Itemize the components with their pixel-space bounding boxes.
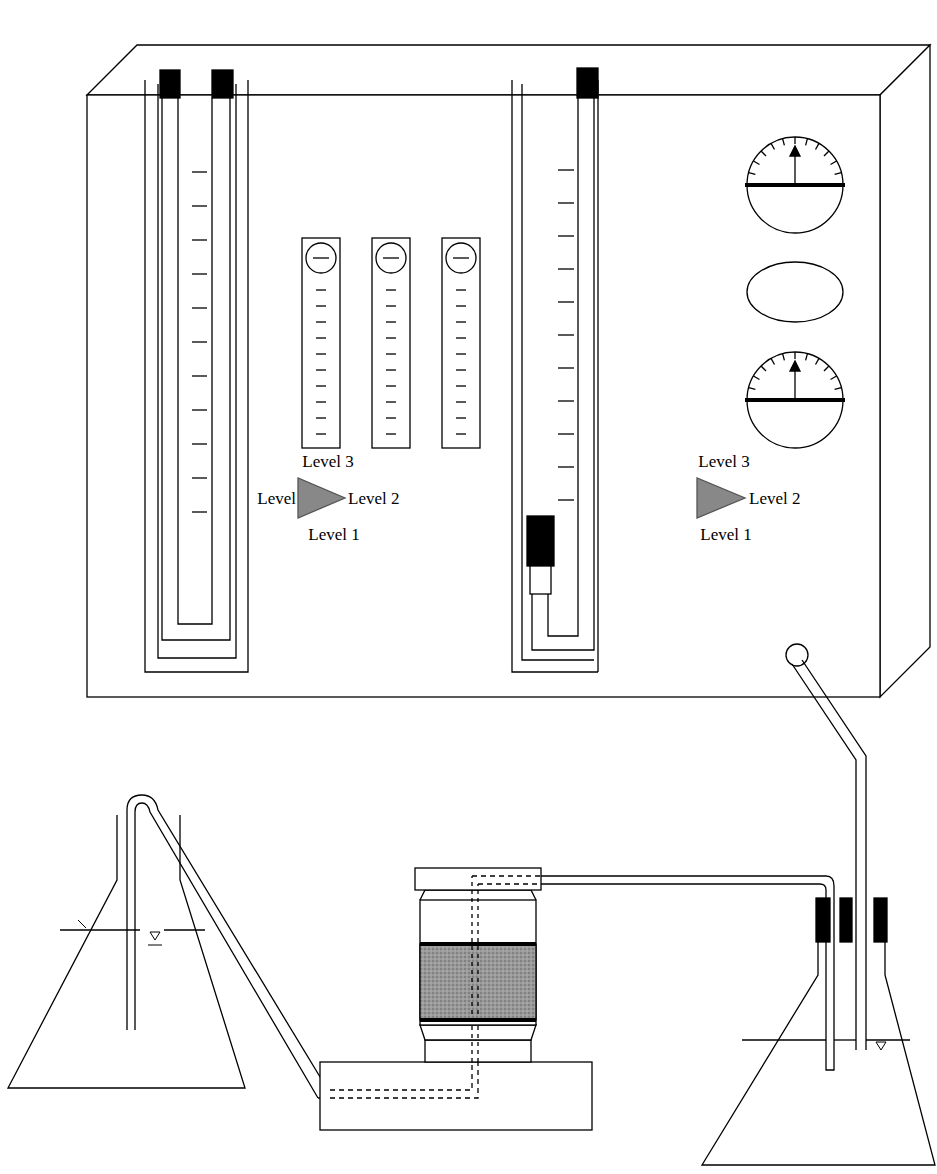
scale-tick <box>558 202 574 203</box>
level-label: Level 2 <box>749 490 800 507</box>
level-label: Level <box>257 490 296 507</box>
scale-tick <box>806 139 808 146</box>
scale-tick <box>192 171 207 172</box>
scale-tick <box>456 305 466 306</box>
scale-tick <box>316 321 326 322</box>
scale-tick <box>386 369 396 370</box>
scale-tick <box>386 321 396 322</box>
scale-tick <box>806 354 808 361</box>
scale-tick <box>816 143 820 149</box>
scale-tick <box>558 301 574 302</box>
scale-tick <box>386 289 396 290</box>
scale-tick <box>794 352 795 359</box>
scale-tick <box>192 307 207 308</box>
scale-tick <box>558 367 574 368</box>
scale-tick <box>192 273 207 274</box>
soil-column <box>320 868 592 1130</box>
scale-tick <box>192 443 207 444</box>
scale-tick <box>316 401 326 402</box>
scale-tick <box>316 385 326 386</box>
scale-tick <box>316 369 326 370</box>
scale-tick <box>456 417 466 418</box>
collection-flask <box>702 898 935 1165</box>
level-label: Level 1 <box>308 526 359 543</box>
rotameters <box>302 238 480 448</box>
level-label: Level 3 <box>698 453 749 470</box>
scale-tick <box>386 337 396 338</box>
well-manometer <box>512 68 598 672</box>
scale-tick <box>783 354 785 361</box>
scale-tick <box>386 433 396 434</box>
valve-symbol <box>298 478 345 518</box>
scale-tick <box>316 305 326 306</box>
outflow-tube <box>541 876 834 1070</box>
scale-tick <box>558 466 574 467</box>
scale-tick <box>316 353 326 354</box>
scale-tick <box>558 499 574 500</box>
scale-tick <box>761 366 766 371</box>
scale-tick <box>456 433 466 434</box>
scale-tick <box>192 409 207 410</box>
scale-tick <box>558 268 574 269</box>
scale-tick <box>192 375 207 376</box>
scale-tick <box>761 151 766 156</box>
scale-tick <box>386 417 396 418</box>
scale-tick <box>783 139 785 146</box>
scale-tick <box>771 358 775 364</box>
level-label: Level 2 <box>348 490 399 507</box>
scale-tick <box>316 337 326 338</box>
scale-tick <box>386 385 396 386</box>
scale-tick <box>386 401 396 402</box>
scale-tick <box>192 239 207 240</box>
scale-tick <box>192 205 207 206</box>
u-tube-manometer <box>145 70 248 672</box>
scale-tick <box>753 161 759 165</box>
level-label: Level 1 <box>700 526 751 543</box>
pressure-gauges <box>745 137 845 448</box>
scale-tick <box>749 388 756 390</box>
scale-tick <box>831 161 837 165</box>
scale-tick <box>558 433 574 434</box>
scale-tick <box>835 173 842 175</box>
scale-tick <box>558 334 574 335</box>
scale-tick <box>316 417 326 418</box>
scale-tick <box>192 341 207 342</box>
scale-tick <box>831 376 837 380</box>
scale-tick <box>316 433 326 434</box>
scale-tick <box>558 400 574 401</box>
scale-tick <box>456 321 466 322</box>
level-label: Level 3 <box>302 453 353 470</box>
supply-flask <box>8 795 330 1098</box>
scale-tick <box>192 477 207 478</box>
scale-tick <box>749 173 756 175</box>
scale-tick <box>456 337 466 338</box>
valve-symbol <box>697 478 745 518</box>
scale-tick <box>456 353 466 354</box>
scale-tick <box>456 369 466 370</box>
scale-tick <box>456 385 466 386</box>
scale-tick <box>771 143 775 149</box>
scale-tick <box>835 388 842 390</box>
scale-tick <box>824 151 829 156</box>
scale-tick <box>816 358 820 364</box>
scale-tick <box>794 137 795 144</box>
scale-tick <box>386 353 396 354</box>
scale-tick <box>386 305 396 306</box>
scale-tick <box>192 511 207 512</box>
scale-tick <box>753 376 759 380</box>
scale-tick <box>456 289 466 290</box>
scale-tick <box>316 289 326 290</box>
control-panel <box>87 45 930 697</box>
scale-tick <box>456 401 466 402</box>
scale-tick <box>558 235 574 236</box>
scale-tick <box>824 366 829 371</box>
scale-tick <box>558 169 574 170</box>
